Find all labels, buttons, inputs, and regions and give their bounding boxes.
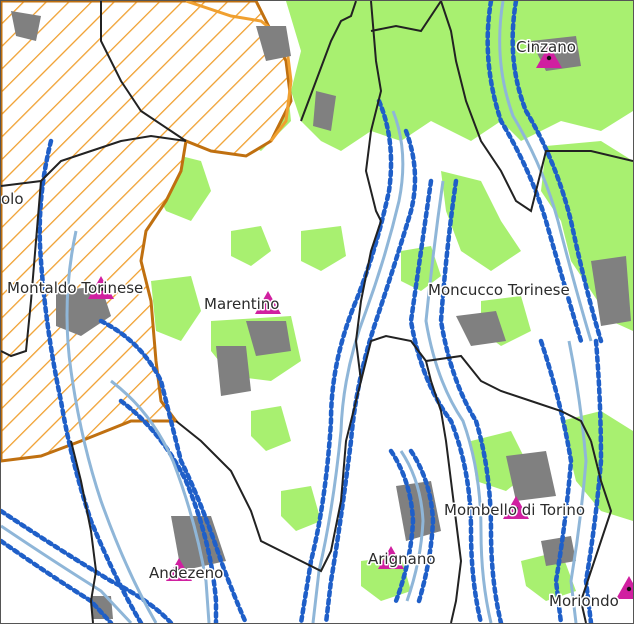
- forest-patch: [281, 486, 321, 531]
- river-buffer: [323, 128, 418, 623]
- place-label-moncucco-torinese[interactable]: Moncucco Torinese: [427, 280, 572, 301]
- river-buffer: [538, 338, 574, 623]
- municipal-border: [370, 1, 442, 33]
- forest-patch: [441, 171, 521, 271]
- triangle-marker-icon[interactable]: [616, 576, 633, 599]
- urban-area: [591, 256, 631, 326]
- urban-area: [313, 91, 336, 131]
- place-label-mombello-di-torino[interactable]: Mombello di Torino: [443, 500, 587, 521]
- place-label-moriondo[interactable]: Moriondo: [548, 591, 621, 612]
- town-markers: [88, 45, 633, 599]
- river-line: [311, 110, 405, 623]
- triangle-marker-icon[interactable]: [88, 276, 114, 299]
- river-buffer-layer: [1, 1, 604, 623]
- place-label-montaldo-torinese[interactable]: Montaldo Torinese: [6, 278, 145, 299]
- river-layer: [1, 1, 593, 623]
- river-buffer: [510, 1, 604, 344]
- triangle-marker-icon[interactable]: [503, 496, 529, 519]
- place-label-andezeno[interactable]: Andezeno: [148, 563, 225, 584]
- river-buffer: [388, 448, 416, 604]
- river-line: [110, 379, 211, 623]
- urban-area: [541, 536, 576, 566]
- urban-area: [256, 26, 291, 61]
- place-label-olo[interactable]: olo: [1, 189, 25, 210]
- river-buffer: [438, 178, 504, 623]
- place-labels: Cinzano olo Montaldo Torinese Marentino …: [1, 37, 621, 612]
- forest-patch: [301, 226, 346, 271]
- river-buffer: [298, 98, 394, 623]
- river-buffer: [583, 338, 604, 623]
- triangle-marker-icon[interactable]: [255, 291, 281, 314]
- municipal-border: [70, 440, 98, 623]
- place-label-cinzano[interactable]: Cinzano: [515, 37, 578, 58]
- river-line: [1, 524, 133, 623]
- river-line: [424, 180, 493, 623]
- river-buffer: [1, 508, 174, 623]
- triangle-marker-icon[interactable]: [166, 558, 192, 581]
- river-buffer: [118, 398, 219, 623]
- river-buffer: [98, 318, 249, 623]
- forest-patch: [251, 406, 291, 451]
- municipal-border: [425, 360, 463, 623]
- forest-patch: [521, 551, 576, 601]
- forest-patch: [231, 226, 271, 266]
- urban-area: [11, 11, 41, 41]
- river-buffer: [37, 138, 144, 623]
- municipal-border: [579, 440, 613, 623]
- urban-area: [456, 311, 506, 346]
- river-buffer: [485, 1, 584, 344]
- municipal-border: [100, 1, 187, 142]
- protected-area: [1, 1, 293, 463]
- river-line: [567, 340, 588, 623]
- municipal-border: [440, 1, 633, 213]
- river-buffer: [1, 538, 114, 623]
- triangle-marker-icon[interactable]: [378, 546, 404, 569]
- municipal-border: [354, 220, 382, 382]
- municipal-border: [300, 1, 357, 122]
- urban-area: [216, 346, 251, 396]
- municipal-border: [1, 180, 42, 358]
- river-buffer: [408, 448, 436, 604]
- urban-area: [506, 451, 556, 501]
- municipal-border: [364, 1, 383, 222]
- municipal-border: [175, 334, 592, 573]
- river-line: [399, 450, 425, 602]
- urban-area: [246, 321, 291, 356]
- river-buffer: [408, 178, 484, 623]
- triangle-marker-icon[interactable]: [536, 45, 562, 68]
- urban-area: [91, 596, 113, 619]
- forest-patch: [151, 276, 201, 341]
- place-label-marentino[interactable]: Marentino: [203, 294, 281, 315]
- place-label-arignano[interactable]: Arignano: [367, 549, 438, 570]
- river-line: [65, 230, 158, 623]
